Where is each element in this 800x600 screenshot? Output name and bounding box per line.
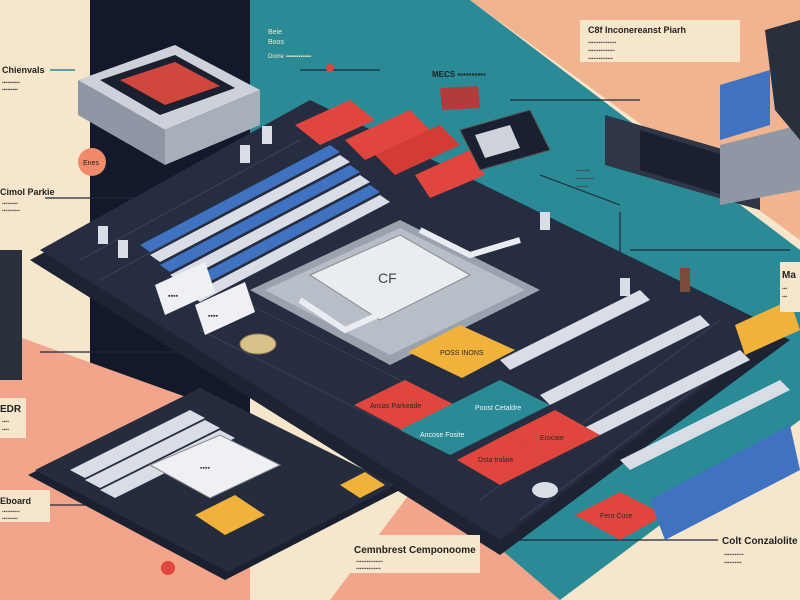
callout-left-mid-line-2: ▪▪▪▪▪▪▪▪▪▪ [2, 208, 20, 214]
red-modules [295, 86, 485, 198]
callout-top-left-title: Chienvals [2, 65, 45, 75]
callout-left-lower-line-1: ▪▪▪▪ [2, 419, 9, 425]
callout-top-left-line-1: ▪▪▪▪▪▪▪▪▪▪ [2, 80, 20, 86]
callout-left-bottom-title: Eboard [0, 496, 31, 506]
callout-bottom-center: Cemnbrest Cemponoome ▪▪▪▪▪▪▪▪▪▪▪▪▪▪▪ ▪▪▪… [161, 535, 480, 575]
cmos-battery [239, 333, 277, 355]
right-small-line-3: ▪▪▪▪▪▪▪ [576, 184, 589, 190]
ram-tags: ▪▪▪▪ ▪▪▪▪ [155, 262, 255, 335]
red-tile-2-label: Erocaie [540, 435, 564, 442]
cpu-plate-label: CF [378, 270, 397, 286]
callout-right-mid: Ma ▪▪▪ ▪▪▪ [780, 262, 800, 312]
teal-tile-2-label: Ancose Fosite [420, 432, 464, 439]
ram-slots [140, 145, 390, 302]
main-motherboard: ▪▪▪▪ ▪▪▪▪ CF [30, 86, 800, 555]
callout-bottom-right-line-2: ▪▪▪▪▪▪▪▪▪▪ [724, 560, 742, 566]
callout-left-lower-line-2: ▪▪▪▪ [2, 427, 9, 433]
ram-tag-2: ▪▪▪▪ [208, 313, 218, 320]
right-small-line-2: ▪▪▪▪▪▪▪▪▪▪ [576, 176, 594, 182]
callout-bottom-right: Colt Conzalolite C ▪▪▪▪▪▪▪▪▪▪▪ ▪▪▪▪▪▪▪▪▪… [718, 528, 800, 574]
cpu-socket: CF [250, 220, 540, 365]
gpu-card [605, 20, 800, 210]
pink-dot-label: Enes [83, 160, 99, 167]
callout-left-bottom: Eboard ▪▪▪▪▪▪▪▪▪▪ ▪▪▪▪▪▪▪▪▪ [0, 490, 50, 522]
callout-top-left: Chienvals ▪▪▪▪▪▪▪▪▪▪ ▪▪▪▪▪▪▪▪▪ [0, 62, 75, 94]
small-cpu-label: ▪▪▪▪ [200, 465, 210, 472]
callout-right-mid-line-1: ▪▪▪ [782, 286, 788, 292]
board-tiles: POSS INONS Ancas Parkeade Poost Cetaldre… [354, 325, 665, 540]
callout-top-right-line-2: ▪▪▪▪▪▪▪▪▪▪▪▪▪▪▪ [588, 48, 615, 54]
callout-bottom-center-title: Cemnbrest Cemponoome [354, 545, 476, 556]
red-tile-1-label: Ancas Parkeade [370, 403, 421, 410]
cpu-plate [308, 234, 472, 321]
callout-left-mid-title: Cimol Parkie [0, 187, 55, 197]
callout-top-teal: Beie Boos Dome ▪▪▪▪▪▪▪▪▪▪▪▪ [268, 29, 334, 72]
callout-bottom-center-line-2: ▪▪▪▪▪▪▪▪▪▪▪▪▪▪ [356, 566, 381, 572]
callout-teal-line-1: Beie [268, 29, 282, 36]
teal-tile-1-label: Poost Cetaldre [475, 405, 521, 412]
io-connector [459, 109, 551, 171]
m2-card [650, 425, 800, 540]
capacitors [98, 126, 690, 296]
callout-left-lower-title: EDR [0, 404, 22, 415]
callout-top-right-line-3: ▪▪▪▪▪▪▪▪▪▪▪▪▪▪ [588, 56, 613, 62]
red-tile-4-label: Fero Cuse [600, 513, 633, 520]
callout-top-left-line-2: ▪▪▪▪▪▪▪▪▪ [2, 87, 18, 93]
callout-top-right-line-1: ▪▪▪▪▪▪▪▪▪▪▪▪▪▪▪▪ [588, 40, 617, 46]
callout-bottom-right-line-1: ▪▪▪▪▪▪▪▪▪▪▪ [724, 552, 744, 558]
callout-bottom-center-line-1: ▪▪▪▪▪▪▪▪▪▪▪▪▪▪▪ [356, 559, 383, 565]
power-supply [78, 45, 260, 165]
callout-left-mid-line-1: ▪▪▪▪▪▪▪▪▪ [2, 201, 18, 207]
callout-mid-top: MECS ▪▪▪▪▪▪▪▪▪▪ [432, 70, 486, 79]
left-edge-device [0, 250, 22, 380]
leader-lines [40, 69, 790, 541]
callout-right-mid-title: Ma [782, 270, 796, 281]
callout-teal-line-2: Boos [268, 39, 284, 46]
yellow-tile-label: POSS INONS [440, 350, 484, 357]
callout-mid-top-title: MECS ▪▪▪▪▪▪▪▪▪▪ [432, 70, 486, 79]
callout-top-right-title: C8f Inconereanst Piarh [588, 25, 686, 35]
callout-right-small: ▪▪▪▪▪▪▪▪ ▪▪▪▪▪▪▪▪▪▪ ▪▪▪▪▪▪▪ [576, 168, 594, 190]
callout-teal-line-3: Dome ▪▪▪▪▪▪▪▪▪▪▪▪ [268, 54, 311, 60]
right-small-line-1: ▪▪▪▪▪▪▪▪ [576, 168, 590, 174]
callout-top-right: C8f Inconereanst Piarh ▪▪▪▪▪▪▪▪▪▪▪▪▪▪▪▪ … [580, 20, 740, 62]
callout-left-bottom-line-1: ▪▪▪▪▪▪▪▪▪▪ [2, 509, 20, 515]
pcie-slots [500, 290, 800, 470]
ram-tag-1: ▪▪▪▪ [168, 293, 178, 300]
small-battery [532, 482, 558, 498]
secondary-motherboard: ▪▪▪▪ [28, 388, 558, 580]
callout-right-mid-line-2: ▪▪▪ [782, 294, 788, 300]
callout-left-bottom-line-2: ▪▪▪▪▪▪▪▪▪ [2, 516, 18, 522]
callout-bottom-right-title: Colt Conzalolite C [722, 536, 800, 547]
callout-left-lower: EDR ▪▪▪▪ ▪▪▪▪ [0, 398, 26, 438]
callout-pink-dot: Enes [78, 148, 106, 176]
callout-left-mid: Cimol Parkie ▪▪▪▪▪▪▪▪▪ ▪▪▪▪▪▪▪▪▪▪ [0, 182, 55, 218]
red-tile-3-label: Dsta tralaie [478, 457, 514, 464]
